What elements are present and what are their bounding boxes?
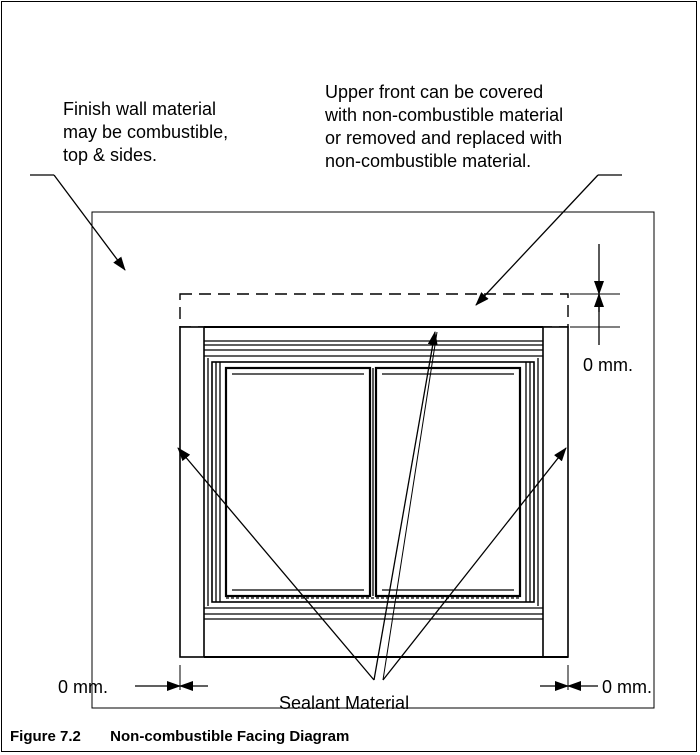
- upper-front-line-2: with non-combustible material: [325, 105, 564, 125]
- left-side-pillar: [179, 326, 205, 658]
- sealant-material-label: Sealant Material: [279, 693, 410, 713]
- top-dimension-label: 0 mm.: [583, 355, 634, 375]
- sealant-arrow-middle: [382, 447, 567, 681]
- sealant-arrow-right: [382, 331, 438, 681]
- left-glass-door: [224, 366, 372, 598]
- right-side-pillar: [542, 326, 569, 658]
- left-dimension-label: 0 mm.: [58, 677, 109, 697]
- upper-front-label: Upper front can be covered with non-comb…: [325, 81, 563, 173]
- upper-front-line-1: Upper front can be covered: [325, 82, 544, 102]
- right-glass-door: [374, 366, 522, 598]
- finish-wall-line-1: Finish wall material: [63, 99, 217, 119]
- finish-wall-line-3: top & sides.: [63, 145, 158, 165]
- upper-front-line-3: or removed and replaced with: [325, 128, 563, 148]
- finish-wall-arrow: [53, 174, 126, 271]
- finish-wall-line-2: may be combustible,: [63, 122, 229, 142]
- right-dimension-label: 0 mm.: [602, 677, 653, 697]
- finish-wall-outline: [91, 211, 655, 709]
- figure-title: Non-combustible Facing Diagram: [110, 728, 350, 745]
- finish-wall-label: Finish wall material may be combustible,…: [63, 98, 228, 167]
- figure-caption: Figure 7.2 Non-combustible Facing Diagra…: [10, 728, 349, 745]
- door-frame: [211, 361, 535, 603]
- upper-front-line-4: non-combustible material.: [325, 151, 532, 171]
- upper-front-arrow: [475, 174, 599, 306]
- sealant-arrow-left: [177, 447, 375, 681]
- sealant-arrow-top: [373, 331, 438, 681]
- upper-front-dashed: [179, 293, 569, 328]
- figure-number: Figure 7.2: [10, 728, 81, 745]
